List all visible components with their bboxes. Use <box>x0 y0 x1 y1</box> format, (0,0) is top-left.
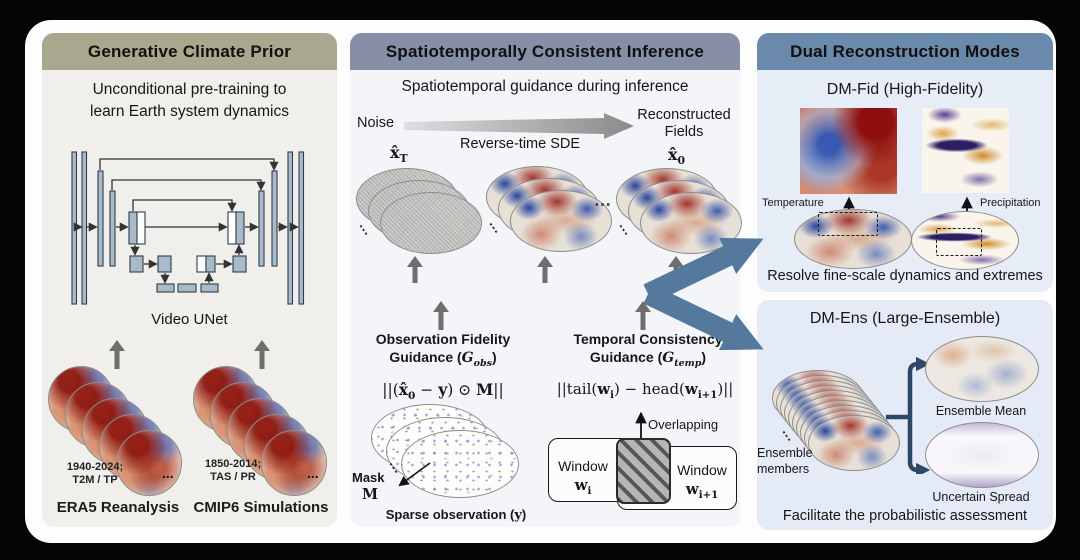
dmfid-title: DM-Fid (High-Fidelity) <box>826 81 984 98</box>
sparse-observation-label: Sparse observation (y) <box>385 507 527 523</box>
ensemble-member-stack <box>772 370 902 471</box>
middle-subtitle: Spatiotemporal guidance during inference <box>401 78 689 95</box>
up-arrow-icon <box>254 340 270 369</box>
reconstructed-field-stack <box>616 168 742 254</box>
overlapping-label: Overlapping <box>648 417 719 432</box>
window-i-symbol: wi <box>574 476 592 497</box>
temperature-label: Temperature <box>762 197 824 209</box>
mask-arrow-icon <box>398 462 431 487</box>
mask-symbol: M <box>362 486 379 503</box>
observation-guidance-formula: ||(x̂0 − y) ⊙ M|| <box>382 380 504 403</box>
ensemble-branch-arrow-icon <box>886 356 931 474</box>
sde-label: Reverse-time SDE <box>459 136 581 152</box>
temporal-guidance-formula: ||tail(wi) − head(wi+1)|| <box>556 380 734 401</box>
era5-name: ERA5 Reanalysis <box>56 499 180 516</box>
ensemble-mean-globe <box>925 336 1039 402</box>
ellipsis: ... <box>307 465 319 481</box>
noise-field-stack <box>356 168 482 254</box>
ensemble-mean-label: Ensemble Mean <box>935 404 1027 418</box>
window-i1-label: Window <box>677 462 727 478</box>
fork-arrow-icon <box>333 237 764 351</box>
up-arrow-icon <box>635 301 651 330</box>
xhat-0-label: x̂0 <box>668 145 686 168</box>
dmens-title: DM-Ens (Large-Ensemble) <box>809 310 1001 327</box>
observation-guidance-title: Observation Fidelity Guidance (Gobs) <box>375 331 511 369</box>
temperature-globe <box>794 209 912 269</box>
ensemble-members-label-1: Ensemble <box>757 446 813 460</box>
reverse-time-sde-arrow-icon <box>404 113 634 139</box>
reconstructed-fields-label: Reconstructed Fields <box>637 107 731 140</box>
left-panel-intro: Unconditional pre-training to learn Eart… <box>52 79 327 123</box>
intro-line-2: learn Earth system dynamics <box>90 103 289 120</box>
left-panel-title: Generative Climate Prior <box>87 41 292 61</box>
era5-globe-stack <box>48 366 188 498</box>
intermediate-field-stack <box>486 166 612 252</box>
precipitation-zoom-image <box>922 108 1009 193</box>
middle-panel-header: Spatiotemporally Consistent Inference <box>350 33 740 70</box>
right-panel-title: Dual Reconstruction Modes <box>790 41 1020 61</box>
script-G: G <box>461 350 474 366</box>
up-arrow-icon <box>407 256 423 283</box>
dmfid-caption: Resolve fine-scale dynamics and extremes <box>767 268 1043 284</box>
era5-period-label: 1940-2024; T2M / TP <box>66 461 124 486</box>
video-unet-diagram <box>71 151 305 305</box>
ensemble-members-label-2: members <box>757 462 810 476</box>
precipitation-zoom-region <box>936 228 982 256</box>
temperature-zoom-region <box>818 212 878 236</box>
xhat-T-label: x̂T <box>390 143 408 166</box>
middle-panel-title: Spatiotemporally Consistent Inference <box>385 41 705 61</box>
mask-label: Mask <box>352 470 385 485</box>
uncertain-spread-globe <box>925 422 1039 488</box>
cmip6-period-label: 1850-2014; TAS / PR <box>204 458 262 483</box>
script-G: G <box>662 350 675 366</box>
window-i-label: Window <box>558 458 608 474</box>
up-arrow-icon <box>433 301 449 330</box>
overlap-region <box>616 438 671 504</box>
up-arrow-icon <box>109 340 125 369</box>
cmip6-name: CMIP6 Simulations <box>193 499 329 516</box>
left-panel-header: Generative Climate Prior <box>42 33 337 70</box>
temperature-zoom-image <box>800 108 897 194</box>
horizontal-dots: ⋯ <box>594 195 611 214</box>
ellipsis: ... <box>162 465 174 481</box>
precipitation-globe <box>911 211 1019 270</box>
up-arrow-icon <box>537 256 553 283</box>
noise-label: Noise <box>357 115 395 131</box>
right-panel-header: Dual Reconstruction Modes <box>757 33 1053 70</box>
temporal-guidance-title: Temporal Consistency Guidance (Gtemp) <box>573 331 723 369</box>
precipitation-label: Precipitation <box>980 197 1041 209</box>
intro-line-1: Unconditional pre-training to <box>92 81 287 98</box>
uncertain-spread-label: Uncertain Spread <box>932 490 1030 504</box>
sparse-observation-stack <box>371 404 519 498</box>
window-i1-symbol: wi+1 <box>685 480 719 501</box>
cmip6-globe-stack <box>193 366 333 498</box>
unet-label: Video UNet <box>151 311 228 328</box>
dmens-caption: Facilitate the probabilistic assessment <box>782 508 1028 524</box>
